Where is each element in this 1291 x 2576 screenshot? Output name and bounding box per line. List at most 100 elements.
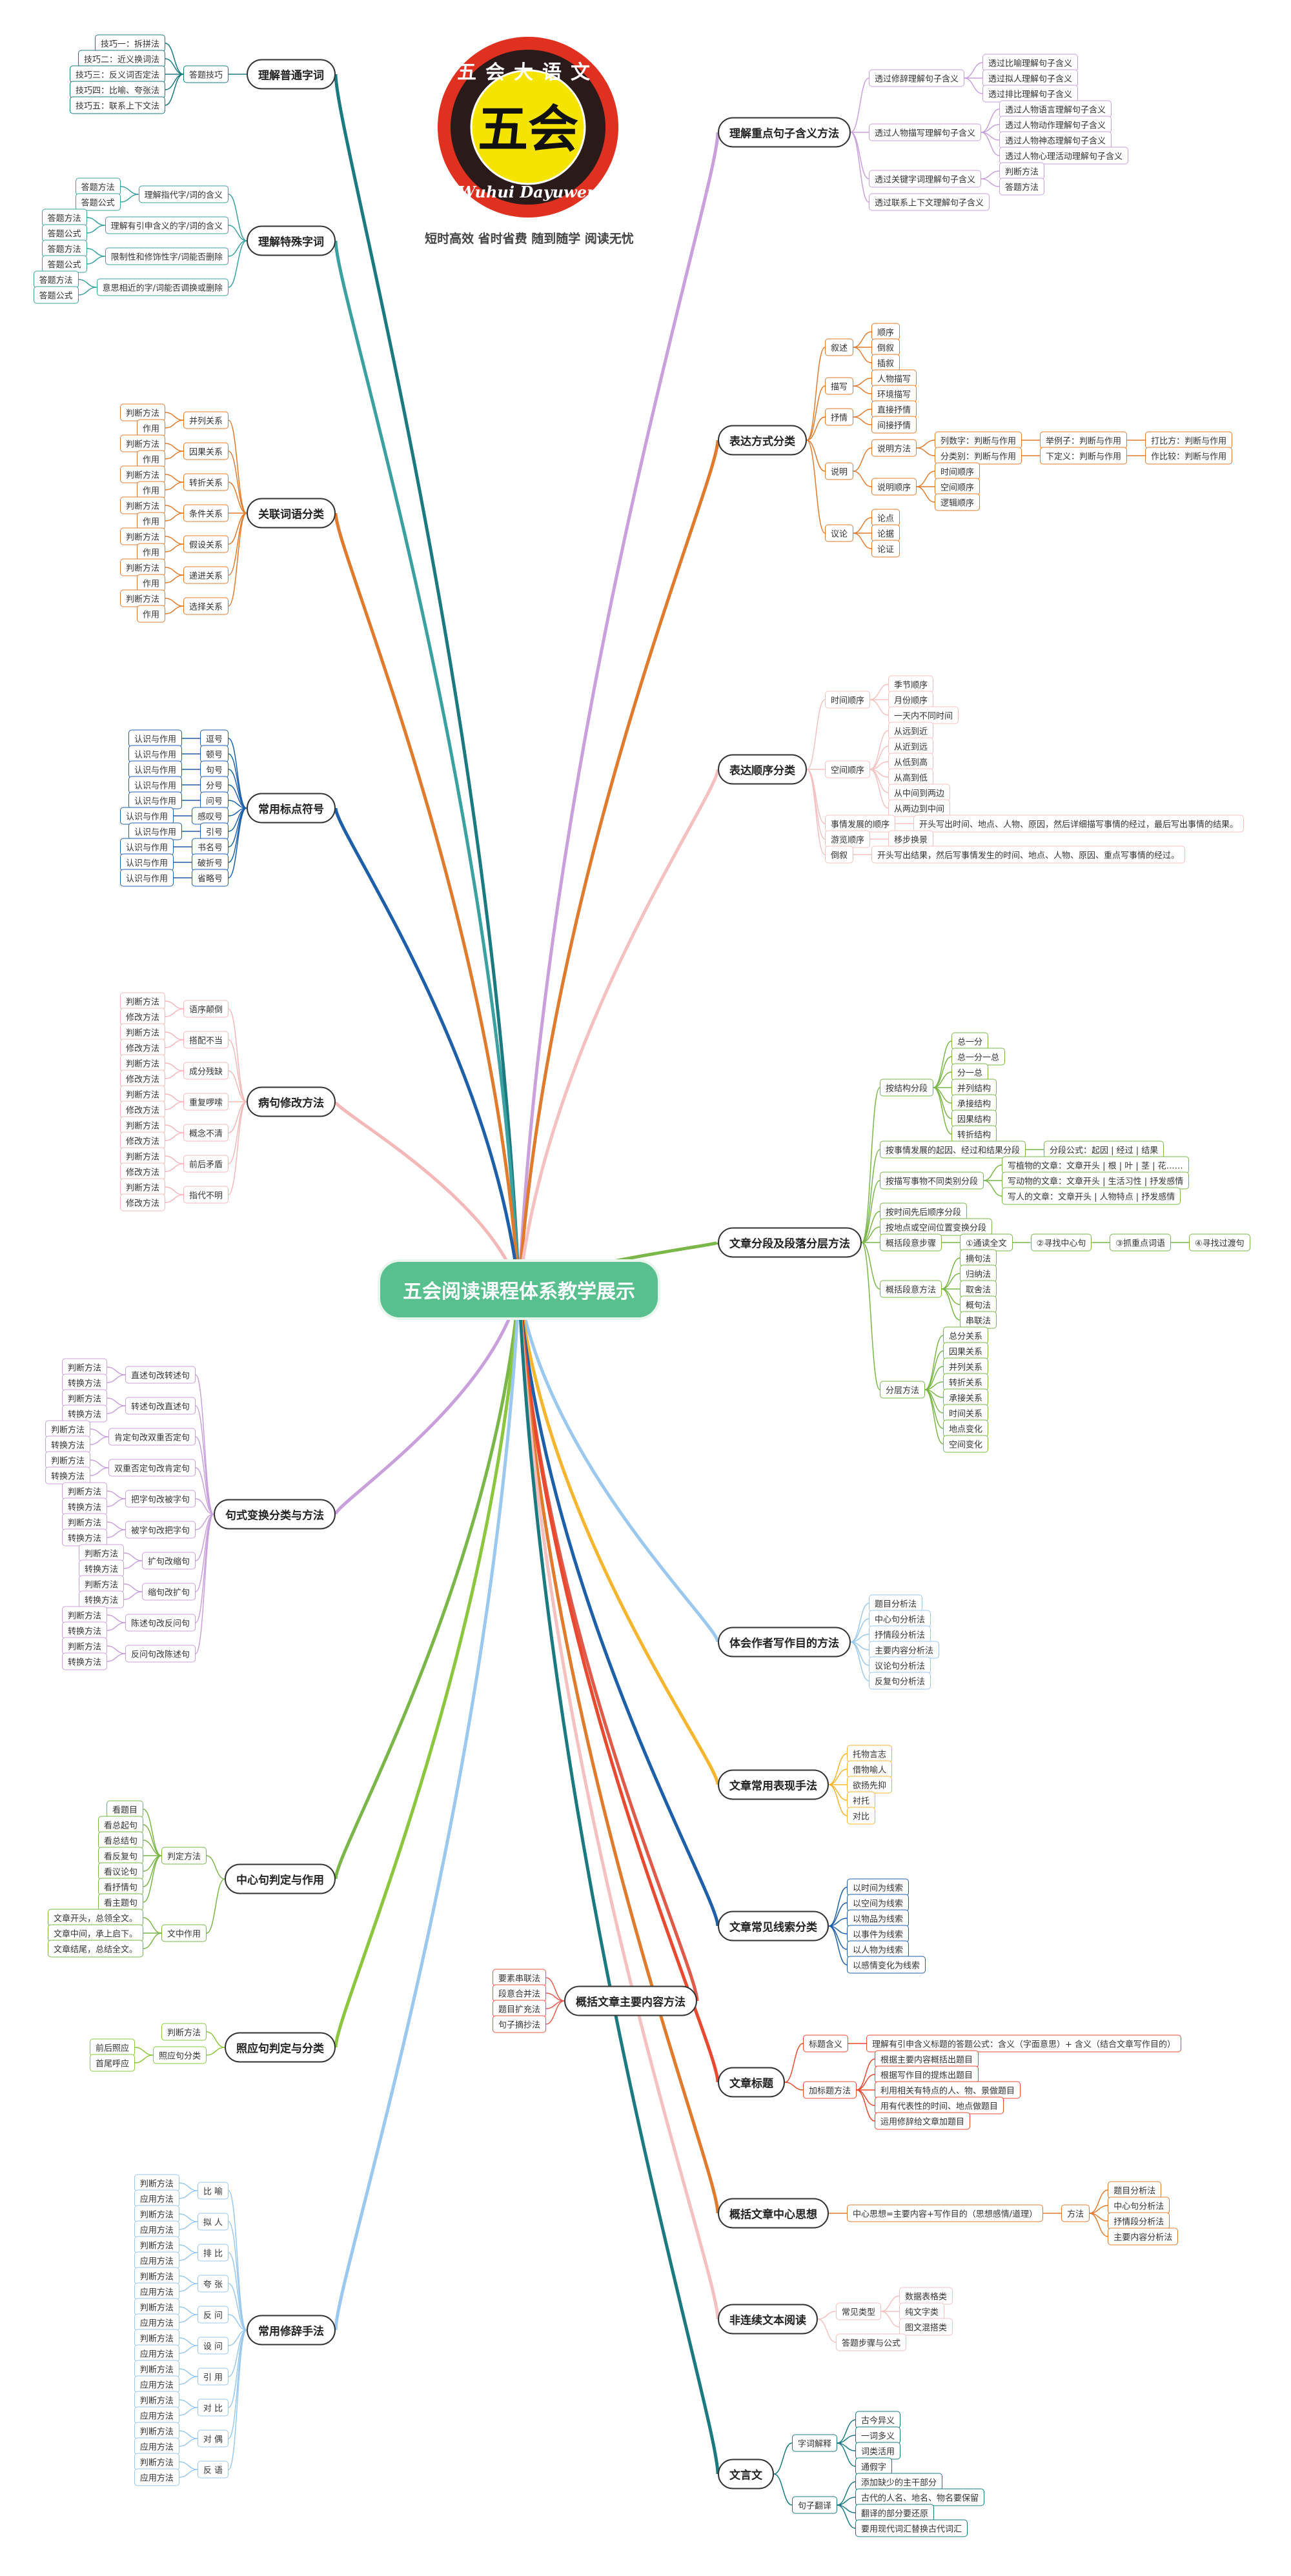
branch-child[interactable]: 概念不清 xyxy=(183,1124,229,1142)
branch-child[interactable]: 题目分析法 xyxy=(869,1594,923,1612)
branch-child[interactable]: 转换方法 xyxy=(61,1405,107,1423)
branch-child[interactable]: 判断方法 xyxy=(119,496,165,514)
branch-child[interactable]: 写植物的文章：文章开头 | 根 | 叶 | 茎 | 花…… xyxy=(1002,1156,1189,1174)
branch-child[interactable]: 修改方法 xyxy=(119,1008,165,1026)
branch-child[interactable]: 举例子：判断与作用 xyxy=(1040,431,1128,449)
branch-child[interactable]: 句子翻译 xyxy=(792,2496,838,2514)
branch-child[interactable]: 限制性和修饰性字/词能否删除 xyxy=(105,247,229,265)
branch-child[interactable]: 时间顺序 xyxy=(935,462,981,480)
branch-child[interactable]: 事情发展的顺序 xyxy=(825,815,896,833)
branch-child[interactable]: 看议论句 xyxy=(97,1862,143,1880)
branch-child[interactable]: 透过排比理解句子含义 xyxy=(982,85,1079,103)
branch-child[interactable]: 判断方法 xyxy=(134,2205,179,2223)
branch-child[interactable]: 应用方法 xyxy=(134,2344,179,2362)
branch-child[interactable]: 概括段意方法 xyxy=(880,1280,942,1298)
branch-child[interactable]: 从两边到中间 xyxy=(888,799,951,817)
branch-child[interactable]: 判断方法 xyxy=(119,1116,165,1134)
branch-child[interactable]: 方法 xyxy=(1061,2204,1090,2222)
branch-child[interactable]: 时间关系 xyxy=(943,1404,989,1422)
branch-child[interactable]: 判断方法 xyxy=(119,558,165,576)
branch-child[interactable]: 答题公式 xyxy=(33,286,79,304)
branch-child[interactable]: 描写 xyxy=(825,377,854,395)
branch-child[interactable]: 写动物的文章：文章开头 | 生活习性 | 抒发感情 xyxy=(1002,1171,1190,1190)
branch-child[interactable]: 转换方法 xyxy=(61,1621,107,1639)
branch-child[interactable]: 说明 xyxy=(825,462,854,480)
main-branch[interactable]: 文言文 xyxy=(718,2459,774,2490)
branch-child[interactable]: 判断方法 xyxy=(161,2023,207,2041)
branch-child[interactable]: ①通读全文 xyxy=(960,1233,1013,1252)
branch-child[interactable]: 句子摘抄法 xyxy=(492,2015,546,2033)
branch-child[interactable]: 欲扬先抑 xyxy=(847,1776,893,1794)
branch-child[interactable]: ④寻找过渡句 xyxy=(1188,1233,1250,1252)
branch-child[interactable]: 判断方法 xyxy=(134,2298,179,2316)
branch-child[interactable]: 借物喻人 xyxy=(847,1760,893,1778)
branch-child[interactable]: 答题方法 xyxy=(999,177,1045,196)
branch-child[interactable]: 要用现代词汇替换古代词汇 xyxy=(855,2519,968,2537)
branch-child[interactable]: 看反复句 xyxy=(97,1847,143,1865)
branch-child[interactable]: 分一总 xyxy=(951,1063,989,1081)
branch-child[interactable]: 修改方法 xyxy=(119,1070,165,1088)
branch-child[interactable]: 透过关键字词理解句子含义 xyxy=(869,170,982,188)
branch-child[interactable]: 双重否定句改肯定句 xyxy=(108,1459,196,1477)
branch-child[interactable]: 图文混搭类 xyxy=(899,2318,953,2336)
main-branch[interactable]: 表达顺序分类 xyxy=(718,754,807,785)
branch-child[interactable]: 间接抒情 xyxy=(871,416,917,434)
branch-child[interactable]: 承接关系 xyxy=(943,1388,989,1406)
branch-child[interactable]: 并列关系 xyxy=(943,1357,989,1375)
branch-child[interactable]: 作用 xyxy=(136,450,165,468)
branch-child[interactable]: 认识与作用 xyxy=(119,838,174,856)
branch-child[interactable]: 语序颠倒 xyxy=(183,1000,229,1018)
branch-child[interactable]: 判断方法 xyxy=(61,1482,107,1500)
branch-child[interactable]: 看总起句 xyxy=(97,1816,143,1834)
branch-child[interactable]: 写人的文章：文章开头 | 人物特点 | 抒发感情 xyxy=(1002,1187,1181,1205)
branch-child[interactable]: 以时间为线索 xyxy=(847,1878,910,1896)
branch-child[interactable]: 总一分 xyxy=(951,1032,989,1050)
branch-child[interactable]: 顺序 xyxy=(871,323,900,341)
branch-child[interactable]: 并列结构 xyxy=(951,1079,997,1097)
branch-child[interactable]: 意思相近的字/词能否调换或删除 xyxy=(96,278,229,296)
main-branch[interactable]: 中心句判定与作用 xyxy=(225,1863,336,1894)
branch-child[interactable]: 应用方法 xyxy=(134,2282,179,2300)
branch-child[interactable]: 从远到近 xyxy=(888,722,934,740)
branch-child[interactable]: 作用 xyxy=(136,512,165,530)
branch-child[interactable]: 词类活用 xyxy=(855,2442,901,2460)
branch-child[interactable]: 技巧四：比喻、夸张法 xyxy=(69,81,165,99)
branch-child[interactable]: 转述句改直述句 xyxy=(125,1397,196,1415)
branch-child[interactable]: 判断方法 xyxy=(119,992,165,1010)
branch-child[interactable]: 议论 xyxy=(825,524,854,542)
branch-child[interactable]: 添加缺少的主干部分 xyxy=(855,2473,943,2491)
branch-child[interactable]: 反问句改陈述句 xyxy=(125,1645,196,1663)
branch-child[interactable]: 判断方法 xyxy=(78,1544,124,1562)
main-branch[interactable]: 文章标题 xyxy=(718,2067,785,2098)
branch-child[interactable]: 答题方法 xyxy=(41,208,87,227)
branch-child[interactable]: 答题公式 xyxy=(41,224,87,242)
branch-child[interactable]: 判断方法 xyxy=(45,1451,90,1469)
branch-child[interactable]: 修改方法 xyxy=(119,1162,165,1181)
branch-child[interactable]: 判断方法 xyxy=(134,2174,179,2192)
branch-child[interactable]: 排 比 xyxy=(197,2244,229,2262)
branch-child[interactable]: 倒叙 xyxy=(871,338,900,356)
branch-child[interactable]: 判断方法 xyxy=(61,1606,107,1624)
branch-child[interactable]: 议论句分析法 xyxy=(869,1656,931,1674)
branch-child[interactable]: 转换方法 xyxy=(61,1528,107,1547)
branch-child[interactable]: 空间变化 xyxy=(943,1435,989,1453)
branch-child[interactable]: 判断方法 xyxy=(119,1023,165,1041)
branch-child[interactable]: 游览顺序 xyxy=(825,830,871,848)
branch-child[interactable]: 判断方法 xyxy=(119,1054,165,1072)
branch-child[interactable]: 以物品为线索 xyxy=(847,1909,910,1927)
branch-child[interactable]: 题目扩充法 xyxy=(492,2000,546,2018)
branch-child[interactable]: 并列关系 xyxy=(183,411,229,429)
branch-child[interactable]: 中心句分析法 xyxy=(869,1610,931,1628)
branch-child[interactable]: 按结构分段 xyxy=(880,1079,934,1097)
main-branch[interactable]: 文章分段及段落分层方法 xyxy=(718,1227,862,1258)
main-branch[interactable]: 照应句判定与分类 xyxy=(225,2032,336,2063)
branch-child[interactable]: 答题公式 xyxy=(75,193,121,211)
branch-child[interactable]: 因果关系 xyxy=(183,442,229,460)
branch-child[interactable]: 从高到低 xyxy=(888,768,934,786)
branch-child[interactable]: 转换方法 xyxy=(61,1374,107,1392)
main-branch[interactable]: 理解特殊字词 xyxy=(247,225,336,256)
branch-child[interactable]: 认识与作用 xyxy=(128,745,182,763)
branch-child[interactable]: 打比方：判断与作用 xyxy=(1145,431,1233,449)
branch-child[interactable]: 修改方法 xyxy=(119,1039,165,1057)
branch-child[interactable]: 空间顺序 xyxy=(825,760,871,778)
